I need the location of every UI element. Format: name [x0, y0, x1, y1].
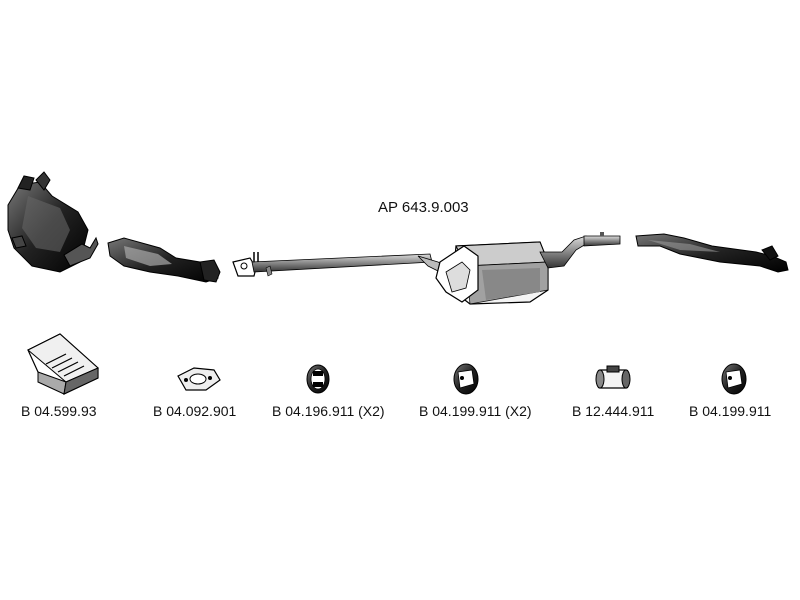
- part-code-rubber-mount-single: B 04.199.911: [689, 403, 772, 419]
- part-code-rubber-mount: B 04.199.911 (X2): [419, 403, 532, 419]
- part-icon-rubber-mount: [453, 363, 479, 395]
- part-icon-clamp: [595, 365, 631, 389]
- part-icon-mount-kit: [27, 333, 99, 395]
- part-icon-rubber-hanger: [306, 364, 330, 394]
- rear-muffler: [435, 232, 621, 305]
- part-code-clamp: B 12.444.911: [572, 403, 655, 419]
- assembly-code: AP 643.9.003: [378, 199, 469, 216]
- part-code-gasket: B 04.092.901: [153, 403, 237, 419]
- intermediate-pipe: [232, 252, 447, 277]
- part-code-rubber-hanger: B 04.196.911 (X2): [272, 403, 385, 419]
- front-catalyst-pipe: [7, 171, 99, 273]
- part-icon-gasket: [177, 367, 221, 391]
- part-code-mount-kit: B 04.599.93: [21, 403, 97, 419]
- tail-pipe: [635, 233, 789, 273]
- part-icon-rubber-mount-single: [721, 363, 747, 395]
- catalytic-converter: [107, 237, 221, 283]
